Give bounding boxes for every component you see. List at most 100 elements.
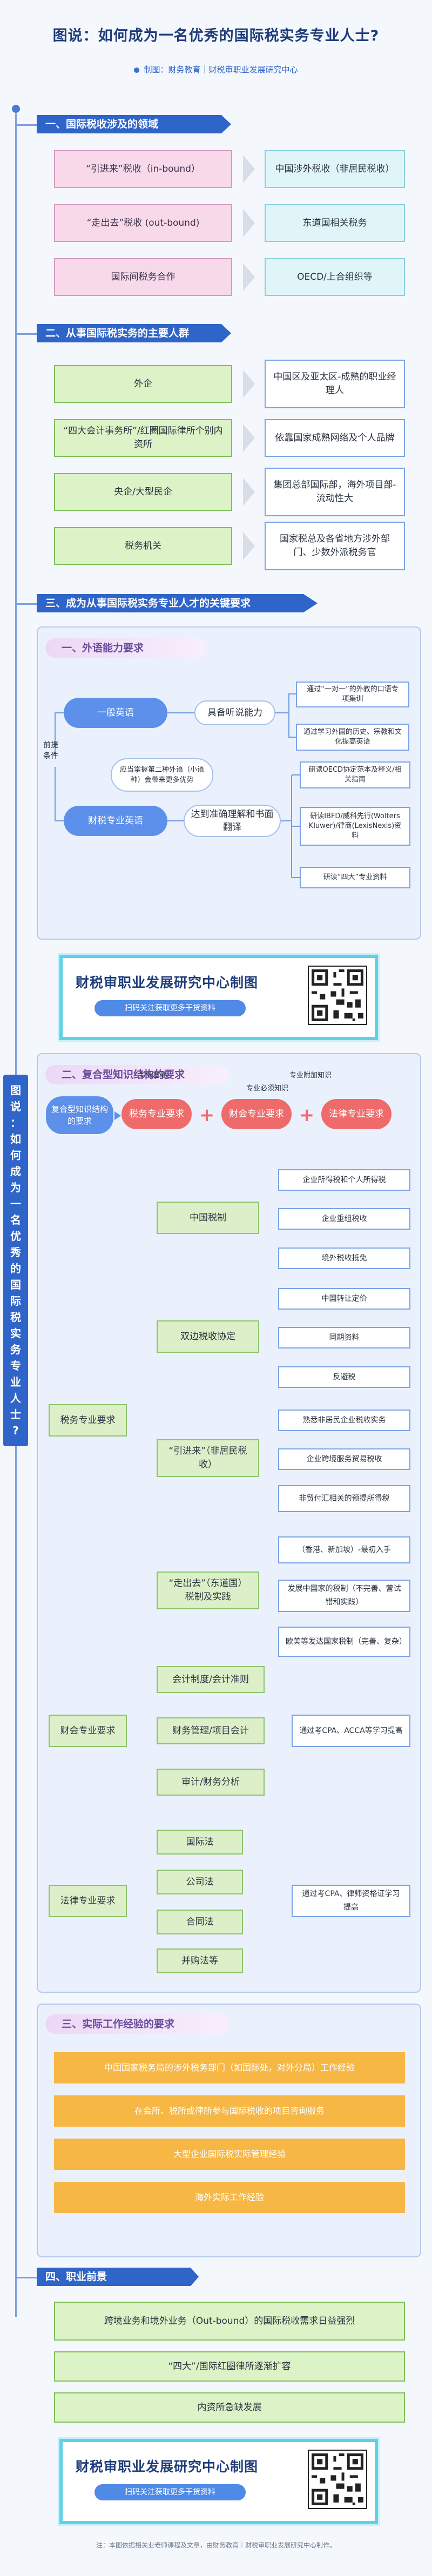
vertical-title-char: 图 bbox=[10, 1084, 21, 1097]
qr-bottom-follow-button[interactable]: 扫码关注获取更多干货资料 bbox=[94, 2484, 246, 2500]
section-connector bbox=[15, 2277, 37, 2278]
vertical-title-char: 秀 bbox=[10, 1246, 21, 1259]
tax-note-0-1: 企业重组税收 bbox=[278, 1208, 410, 1230]
vertical-title-char: ? bbox=[12, 1424, 19, 1437]
law-item-1: 公司法 bbox=[157, 1870, 243, 1894]
sec2-left-1: “四大会计事务所”/红圈国际律所个别内资所 bbox=[54, 419, 232, 457]
arrow-icon bbox=[243, 478, 255, 506]
vertical-title-char: 际 bbox=[10, 1294, 21, 1307]
plus-icon: + bbox=[199, 1104, 215, 1126]
section-1-title: 一、国际税收涉及的领域 bbox=[37, 115, 231, 133]
note-3: 研读OECD协定范本及释义/相关指南 bbox=[300, 761, 410, 788]
qr-card-title: 财税审职业发展研究中心制图 bbox=[76, 975, 259, 990]
section-2-title: 二、从事国际税实务的主要人群 bbox=[37, 324, 231, 342]
timeline-start-dot bbox=[12, 105, 20, 113]
sec2-right-2: 集团总部国际部，海外项目部-流动性大 bbox=[265, 468, 405, 516]
tax-note-3-1: 发展中国家的税制（不完善、营试错和实践） bbox=[278, 1580, 410, 1612]
finance-item-0: 会计制度/会计准则 bbox=[157, 1666, 265, 1693]
fin-english-pill: 财税专业英语 bbox=[64, 806, 167, 836]
tax-item-0: 中国税制 bbox=[157, 1202, 259, 1234]
plus-icon: + bbox=[299, 1104, 315, 1126]
prospect-item-2: 内资所急缺发展 bbox=[54, 2392, 405, 2423]
arrow-icon bbox=[243, 370, 255, 398]
law-required-pill: 法律专业要求 bbox=[321, 1099, 392, 1129]
vertical-title-char: 务 bbox=[10, 1343, 21, 1356]
law-item-2: 合同法 bbox=[157, 1910, 243, 1934]
tax-item-1: 双边税收协定 bbox=[157, 1320, 259, 1353]
note-2: 通过学习外国的历史、宗教和文化提高英语 bbox=[296, 724, 409, 751]
finance-item-1: 财务管理/项目会计 bbox=[157, 1717, 265, 1744]
note-5: 研读“四大”专业资料 bbox=[300, 867, 410, 888]
structure-pill: 复合型知识结构的要求 bbox=[46, 1096, 113, 1134]
sec2-left-0: 外企 bbox=[54, 365, 232, 403]
note-4: 研读IBFD/威科先行(Wolters Kluwer)/律商(LexisNexi… bbox=[300, 807, 410, 846]
tax-note-2-0: 熟悉非居民企业税收实务 bbox=[278, 1410, 410, 1431]
tax-note-0-2: 境外税收抵免 bbox=[278, 1247, 410, 1269]
vertical-title-char: ： bbox=[10, 1116, 21, 1129]
tax-note-1-2: 反避税 bbox=[278, 1366, 410, 1388]
vertical-title-char: 何 bbox=[10, 1149, 21, 1162]
section-4-title: 四、职业前景 bbox=[37, 2268, 199, 2286]
sec2-left-3: 税务机关 bbox=[54, 527, 232, 565]
added-label: 专业附加知识 bbox=[289, 1071, 332, 1080]
sec2-right-1: 依靠国家成熟网络及个人品牌 bbox=[265, 419, 405, 457]
basis-label: 专业基础 bbox=[138, 1071, 167, 1080]
sec2-left-2: 央企/大型民企 bbox=[54, 473, 232, 511]
sec1-right-2: OECD/上合组织等 bbox=[265, 258, 405, 296]
experience-panel bbox=[37, 2004, 421, 2257]
general-english-pill: 一般英语 bbox=[64, 698, 167, 728]
translation-pill: 达到准确理解和书面翻译 bbox=[184, 805, 281, 837]
vertical-title-char: 一 bbox=[10, 1197, 21, 1210]
vertical-title-char: 的 bbox=[10, 1262, 21, 1275]
section-connector bbox=[15, 333, 37, 335]
section-connector bbox=[15, 124, 37, 126]
section-connector bbox=[15, 603, 37, 605]
tax-note-2-1: 企业跨境服务贸易税收 bbox=[278, 1448, 410, 1470]
vertical-title-char: 士 bbox=[10, 1408, 21, 1421]
arrow-icon bbox=[243, 209, 255, 237]
language-panel-title: 一、外语能力要求 bbox=[45, 638, 207, 658]
vertical-title-char: 税 bbox=[10, 1311, 21, 1324]
experience-item-2: 大型企业国际税实际管理经验 bbox=[54, 2139, 405, 2170]
tax-item-3: “走出去”（东道国）税制及实践 bbox=[157, 1572, 259, 1609]
vertical-title-char: 成 bbox=[10, 1165, 21, 1178]
finance-note: 通过考CPA、ACCA等学习提高 bbox=[292, 1715, 410, 1747]
knowledge-panel-title: 二、复合型知识结构的要求 bbox=[45, 1065, 229, 1084]
vertical-title-char: 名 bbox=[10, 1213, 21, 1226]
qr-code-icon bbox=[308, 2450, 367, 2509]
vertical-title-char: 优 bbox=[10, 1230, 21, 1243]
vertical-title-char: 国 bbox=[10, 1278, 21, 1291]
law-note: 通过考CPA、律师资格证学习提高 bbox=[292, 1885, 410, 1917]
arrow-icon bbox=[243, 263, 255, 291]
vertical-title-char: 说 bbox=[10, 1100, 21, 1113]
arrow-right-icon bbox=[114, 1111, 121, 1120]
sec1-right-0: 中国涉外税收（非居民税收） bbox=[265, 150, 405, 188]
premise-label: 前提条件 bbox=[43, 741, 58, 760]
tax-note-1-0: 中国转让定价 bbox=[278, 1288, 410, 1310]
bullet-dot-icon bbox=[134, 67, 140, 73]
sec1-right-1: 东道国相关税务 bbox=[265, 204, 405, 242]
law-item-3: 并购法等 bbox=[157, 1948, 243, 1973]
arrow-icon bbox=[243, 155, 255, 183]
qr-card-bottom-title: 财税审职业发展研究中心制图 bbox=[76, 2459, 259, 2474]
sec1-left-2: 国际间税务合作 bbox=[54, 258, 232, 296]
experience-item-1: 在会所、税所或律所参与国际税收的项目咨询服务 bbox=[54, 2095, 405, 2127]
qr-follow-button[interactable]: 扫码关注获取更多干货资料 bbox=[94, 1000, 246, 1016]
subtitle-text: 制图：财务教育｜财税审职业发展研究中心 bbox=[144, 65, 298, 75]
vertical-title-char: 如 bbox=[10, 1132, 21, 1145]
vertical-title-char: 为 bbox=[10, 1181, 21, 1194]
tax-item-2: “引进来”（非居民税收） bbox=[157, 1439, 259, 1477]
vertical-title-char: 专 bbox=[10, 1359, 21, 1372]
tax-category-card: 税务专业要求 bbox=[49, 1404, 127, 1437]
sec1-left-1: “走出去”税收 (out-bound) bbox=[54, 204, 232, 242]
arrow-icon bbox=[243, 532, 255, 560]
experience-item-0: 中国国家税务局的涉外税务部门（如国际处，对外分局）工作经验 bbox=[54, 2052, 405, 2083]
listening-ability-pill: 具备听说能力 bbox=[194, 700, 275, 725]
second-language-note: 应当掌握第二种外语（小语种）会带来更多优势 bbox=[111, 758, 213, 792]
finance-item-2: 审计/财务分析 bbox=[157, 1769, 265, 1796]
arrow-icon bbox=[243, 424, 255, 452]
sec2-right-3: 国家税总及各省地方涉外部门、少数外派税务官 bbox=[265, 522, 405, 570]
experience-item-3: 海外实际工作经验 bbox=[54, 2182, 405, 2213]
tax-note-3-2: 欧美等发达国家税制（完善、复杂） bbox=[278, 1627, 410, 1657]
prospect-item-1: “四大”/国际红圈律所逐渐扩容 bbox=[54, 2351, 405, 2382]
